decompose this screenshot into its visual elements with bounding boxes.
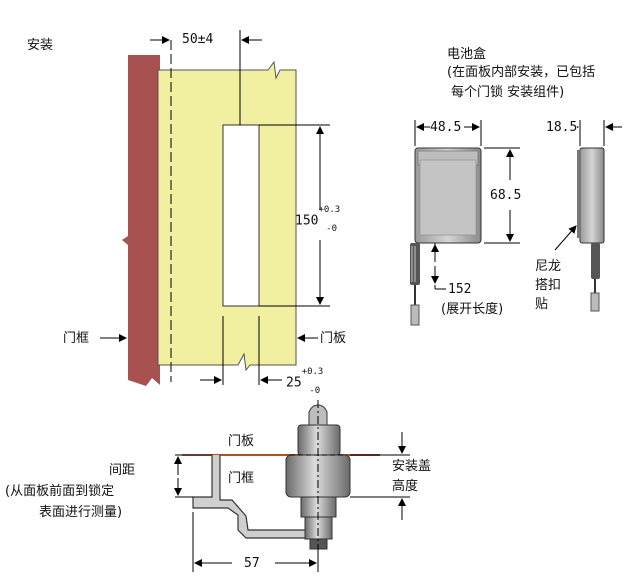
cap-label-line2: 高度 [392,479,419,494]
section-door-frame [182,454,311,539]
dim-150-lower: -0 [326,223,338,234]
cable-note-label: (展开长度) [441,302,504,317]
battery-note-line2: 每个门锁 安装组件) [451,85,565,100]
gap-label-line1: 间距 [109,463,136,478]
dim-57-label: 57 [244,556,260,571]
door-frame-shape [122,55,160,386]
cable-length-label: 152 [448,282,472,297]
section-frame-label: 门框 [228,471,255,486]
install-title: 安装 [27,38,54,53]
side-cable-coil [591,243,600,279]
dim-150-base: 150 [295,213,319,229]
door-panel-label: 门板 [320,331,347,346]
dim-150-upper: +0.3 [318,205,341,215]
battery-note-line1: (在面板内部安装，已包括 [447,65,596,80]
dim-25-label: 25+0.3 -0 [286,367,323,396]
door-frame-label: 门框 [63,331,90,346]
dim-150-label: 150+0.3 -0 [295,205,340,234]
velcro-label-line3: 贴 [535,297,549,312]
battery-title: 电池盒 [447,47,487,62]
lock-slot [222,124,260,307]
dim-25-upper: +0.3 [301,367,324,377]
battery-depth-label: 18.5 [546,120,578,135]
battery-height-label: 68.5 [490,188,522,203]
battery-connector [410,304,420,326]
battery-box-side [579,147,605,244]
gap-label-line3: 表面进行测量) [39,505,123,520]
cap-label-line1: 安装盖 [392,459,432,474]
battery-width-label: 48.5 [430,120,462,135]
dim-50-label: 50±4 [182,32,214,47]
velcro-label-line2: 搭扣 [535,278,562,293]
section-panel-label: 门板 [228,434,255,449]
velcro-label-line1: 尼龙 [535,259,562,274]
gap-label-line2: (从面板前面到锁定 [5,484,115,499]
dim-25-base: 25 [286,375,302,391]
velcro-leader [554,225,577,251]
dim-25-lower: -0 [309,385,321,396]
